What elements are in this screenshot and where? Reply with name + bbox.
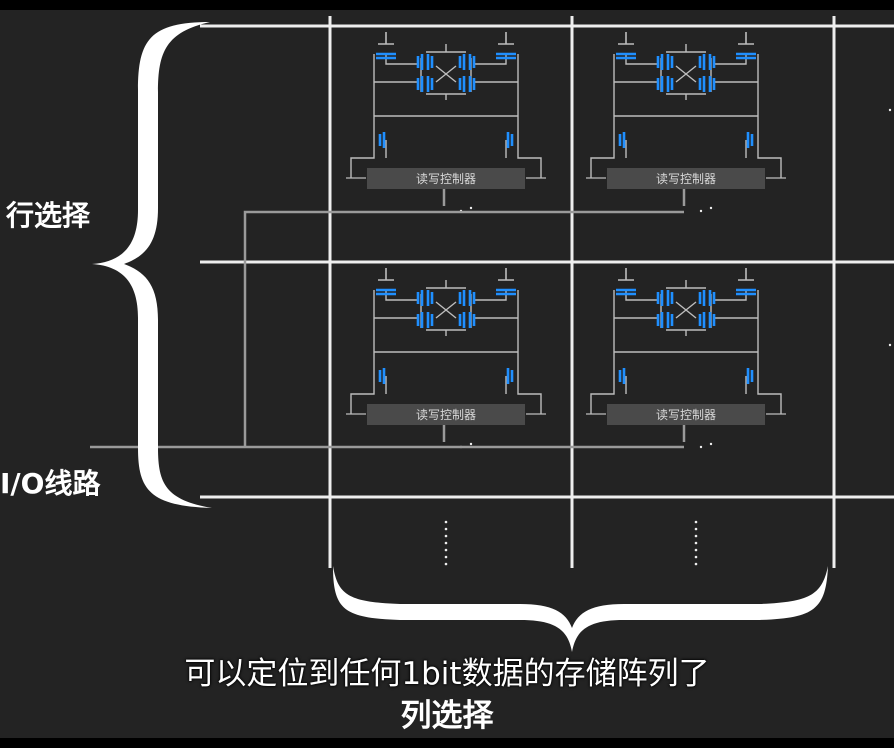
ellipsis-dot: [694, 527, 698, 531]
ellipsis-dot: [694, 555, 698, 559]
dot: [699, 209, 703, 213]
dot: [709, 206, 713, 210]
ellipsis-dot: [444, 555, 448, 559]
subtitle-caption: 可以定位到任何1bit数据的存储阵列了: [184, 656, 710, 692]
ellipsis-dot: [694, 562, 698, 566]
column-select-brace: [333, 566, 828, 652]
read-write-controller: [367, 404, 525, 425]
ellipsis-dot: [694, 548, 698, 552]
controller-label: 读写控制器: [416, 408, 476, 422]
ellipsis-dot: [444, 520, 448, 524]
dot: [699, 445, 703, 449]
controller-label: 读写控制器: [416, 172, 476, 186]
io-line-top: [243, 210, 444, 447]
ellipsis-dot: [694, 541, 698, 545]
controller-label: 读写控制器: [656, 172, 716, 186]
dot: [469, 442, 473, 446]
background-panel: [0, 10, 894, 738]
io-line-label: I/O线路: [0, 467, 101, 500]
ellipsis-dot: [444, 541, 448, 545]
ellipsis-dot: [694, 520, 698, 524]
controller-label: 读写控制器: [656, 408, 716, 422]
dot: [709, 442, 713, 446]
row-select-brace: [92, 22, 212, 508]
row-select-label: 行选择: [6, 199, 91, 232]
dot: [888, 108, 892, 112]
ellipsis-dot: [694, 534, 698, 538]
ellipsis-dot: [444, 562, 448, 566]
dot: [888, 343, 892, 347]
read-write-controller: [607, 404, 765, 425]
read-write-controller: [607, 168, 765, 189]
ellipsis-dot: [444, 548, 448, 552]
ellipsis-dot: [444, 527, 448, 531]
column-select-label: 列选择: [400, 698, 494, 734]
read-write-controller: [367, 168, 525, 189]
dot: [469, 206, 473, 210]
ellipsis-dot: [444, 534, 448, 538]
